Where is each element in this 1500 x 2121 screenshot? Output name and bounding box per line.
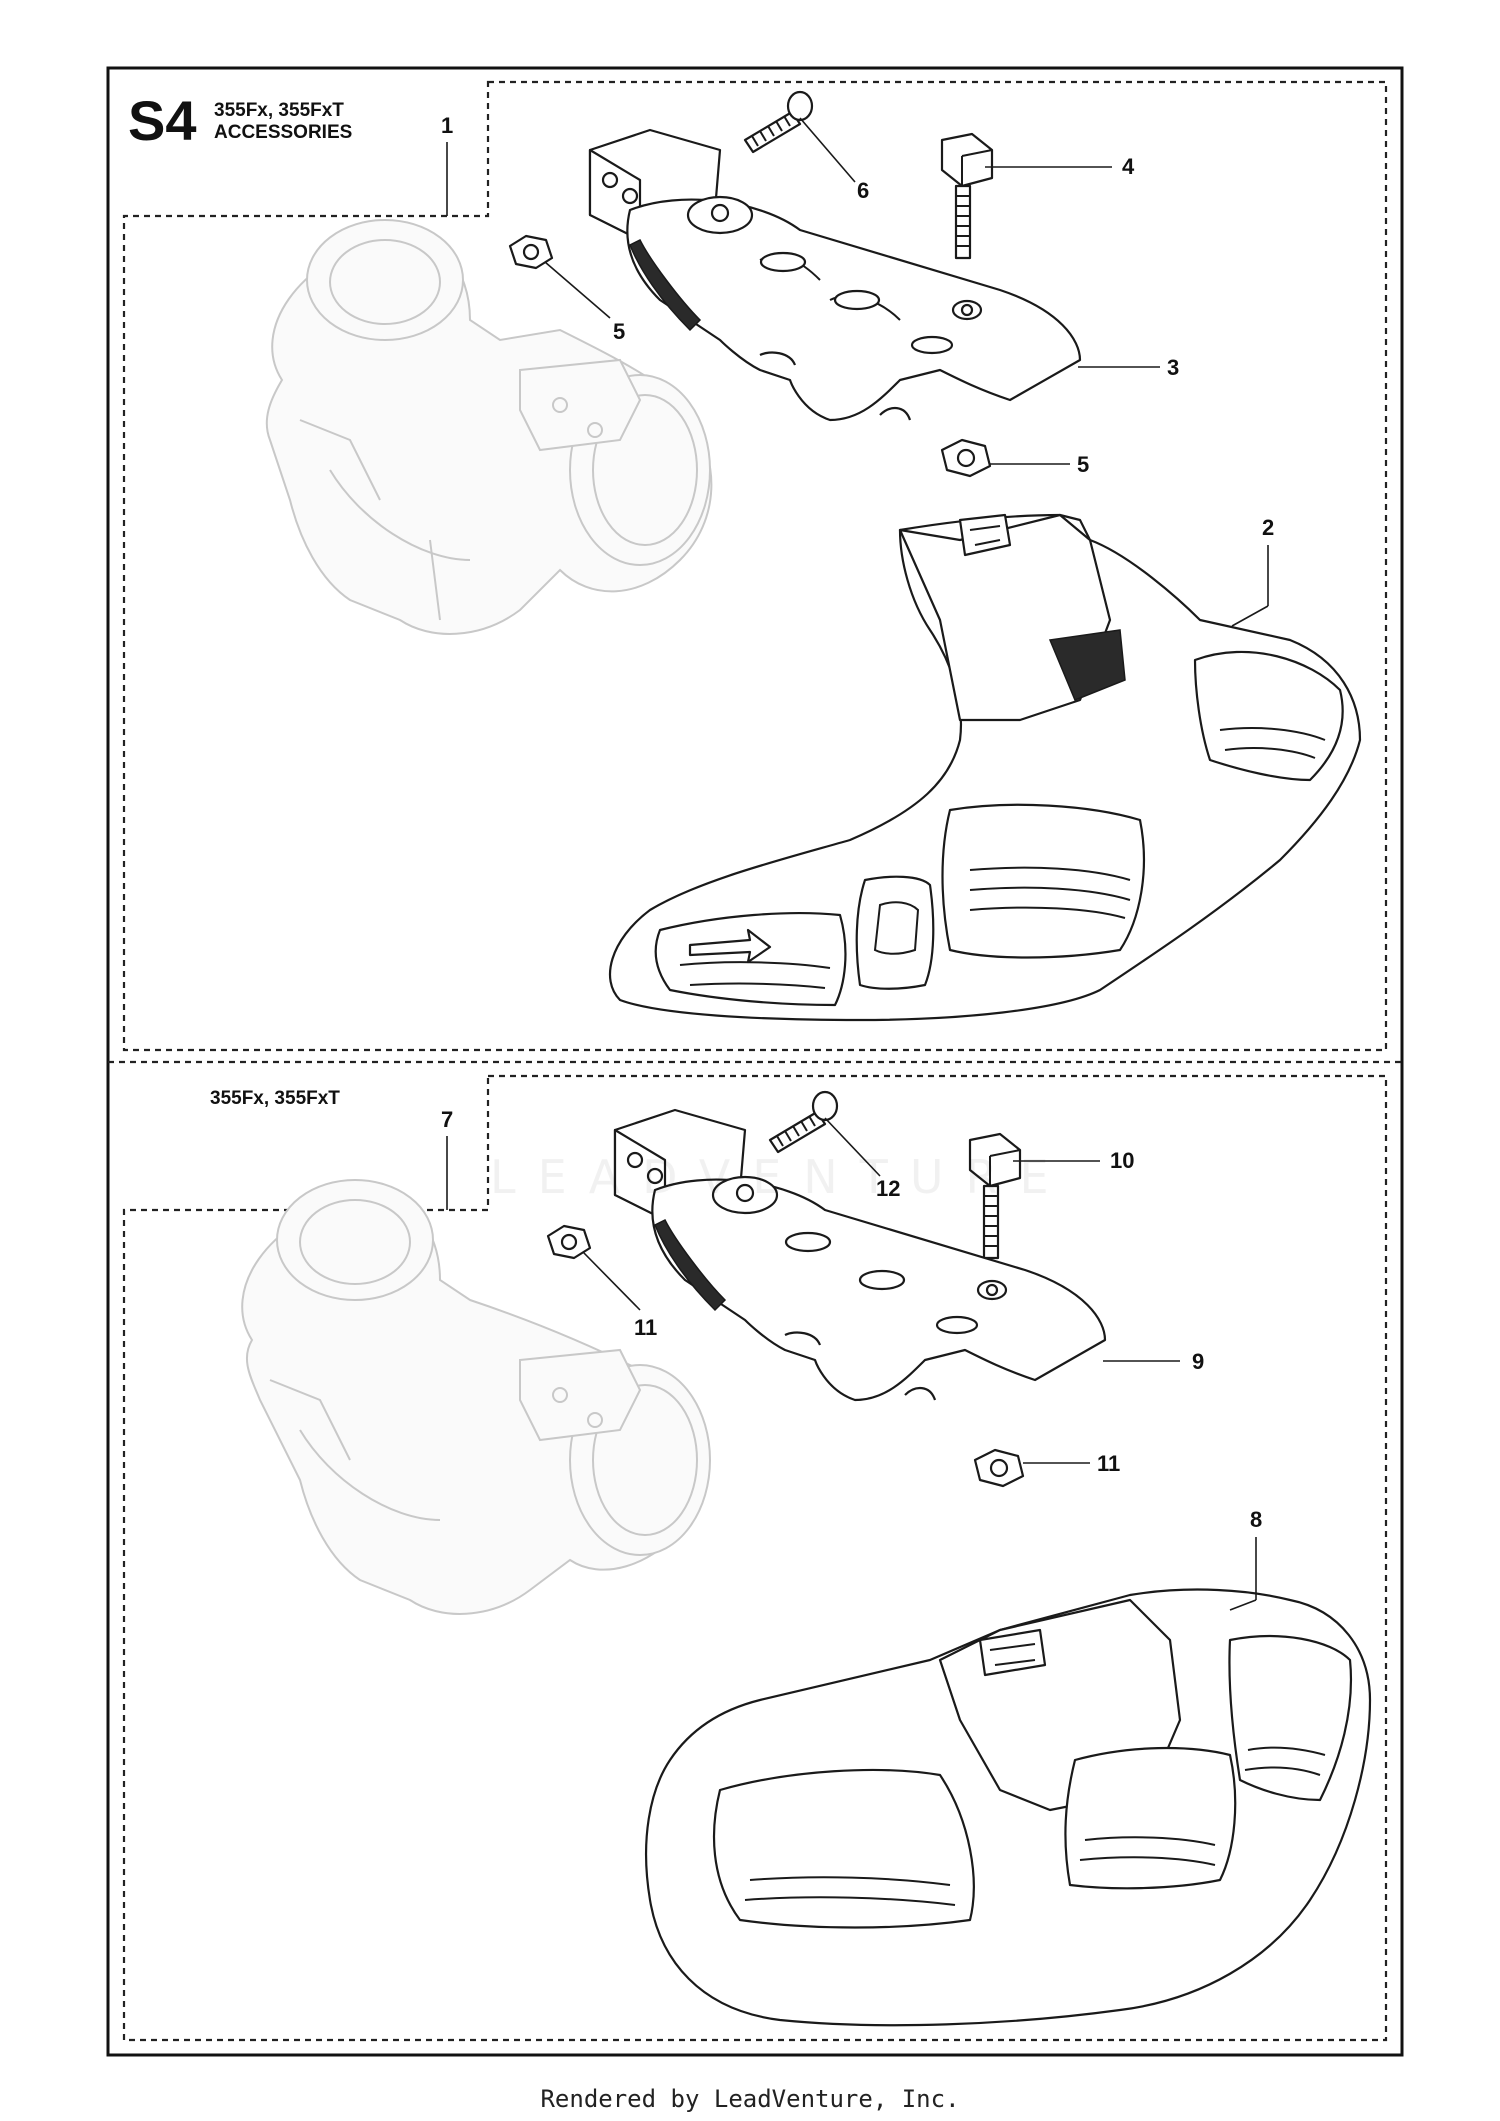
callout-5-upper-a: 5 <box>613 319 625 344</box>
guard-2 <box>608 513 1362 1022</box>
leader-5-upper-a <box>544 261 611 319</box>
leader-12 <box>824 1117 881 1177</box>
bolt-12 <box>768 1090 839 1154</box>
lower-panel-models: 355Fx, 355FxT <box>210 1088 340 1109</box>
callout-3: 3 <box>1167 355 1179 380</box>
nut-5-a <box>508 234 554 270</box>
callout-11-b: 11 <box>1097 1451 1120 1476</box>
leader-8-tip <box>1229 1599 1257 1611</box>
callout-7: 7 <box>441 1107 453 1132</box>
callout-1: 1 <box>441 113 453 138</box>
leader-6 <box>799 117 856 183</box>
callout-9: 9 <box>1192 1349 1204 1374</box>
callout-6: 6 <box>857 178 869 203</box>
screw-4 <box>940 132 994 260</box>
section-title: ACCESSORIES <box>214 122 352 143</box>
nut-5-b <box>940 438 992 478</box>
section-code: S4 <box>128 89 197 152</box>
nut-11-b <box>973 1448 1025 1488</box>
section-models: 355Fx, 355FxT <box>214 100 344 121</box>
kit-boundary-7 <box>122 1074 1388 2042</box>
callout-2: 2 <box>1262 515 1274 540</box>
bracket-9 <box>613 1108 1107 1402</box>
callout-5-upper-b: 5 <box>1077 452 1089 477</box>
watermark: LEADVENTURE <box>490 1150 1071 1204</box>
leader-11-a <box>582 1251 641 1311</box>
leader-2-tip <box>1231 605 1269 627</box>
screw-10 <box>968 1132 1022 1260</box>
callout-12: 12 <box>876 1176 900 1201</box>
callout-10: 10 <box>1110 1148 1134 1173</box>
bracket-3 <box>588 128 1082 422</box>
callout-4: 4 <box>1122 154 1135 179</box>
nut-11-a <box>546 1224 592 1260</box>
gear-head-ghost-lower <box>241 1179 711 1615</box>
callout-8: 8 <box>1250 1507 1262 1532</box>
kit-boundary-1 <box>122 80 1388 1052</box>
guard-8 <box>645 1588 1372 2027</box>
gear-head-ghost-upper <box>265 219 713 635</box>
bolt-6 <box>743 90 814 154</box>
callout-11-a: 11 <box>634 1315 657 1340</box>
footer-credit: Rendered by LeadVenture, Inc. <box>540 2085 960 2113</box>
